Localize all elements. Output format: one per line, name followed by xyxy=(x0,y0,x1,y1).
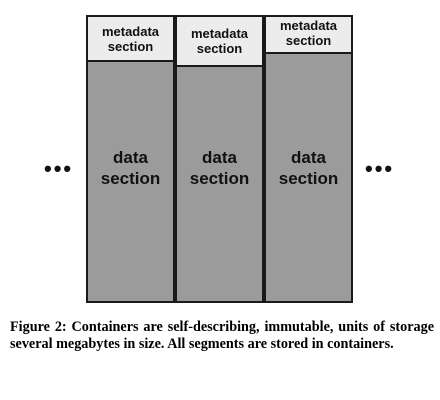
metadata-section-1: metadata section xyxy=(88,17,173,62)
containers-diagram: ••• metadata section data section metada… xyxy=(44,15,395,303)
container-2: metadata section data section xyxy=(175,15,264,303)
left-ellipsis: ••• xyxy=(44,156,74,181)
container-1: metadata section data section xyxy=(86,15,175,303)
metadata-section-2: metadata section xyxy=(177,17,262,67)
data-section-2: data section xyxy=(189,148,250,188)
container-3: metadata section data section xyxy=(264,15,353,303)
right-ellipsis: ••• xyxy=(365,156,395,181)
data-section-3: data section xyxy=(278,148,339,188)
data-section-1: data section xyxy=(100,148,161,188)
figure-caption: Figure 2: Containers are self-describing… xyxy=(10,319,434,352)
metadata-section-3: metadata section xyxy=(266,17,351,54)
